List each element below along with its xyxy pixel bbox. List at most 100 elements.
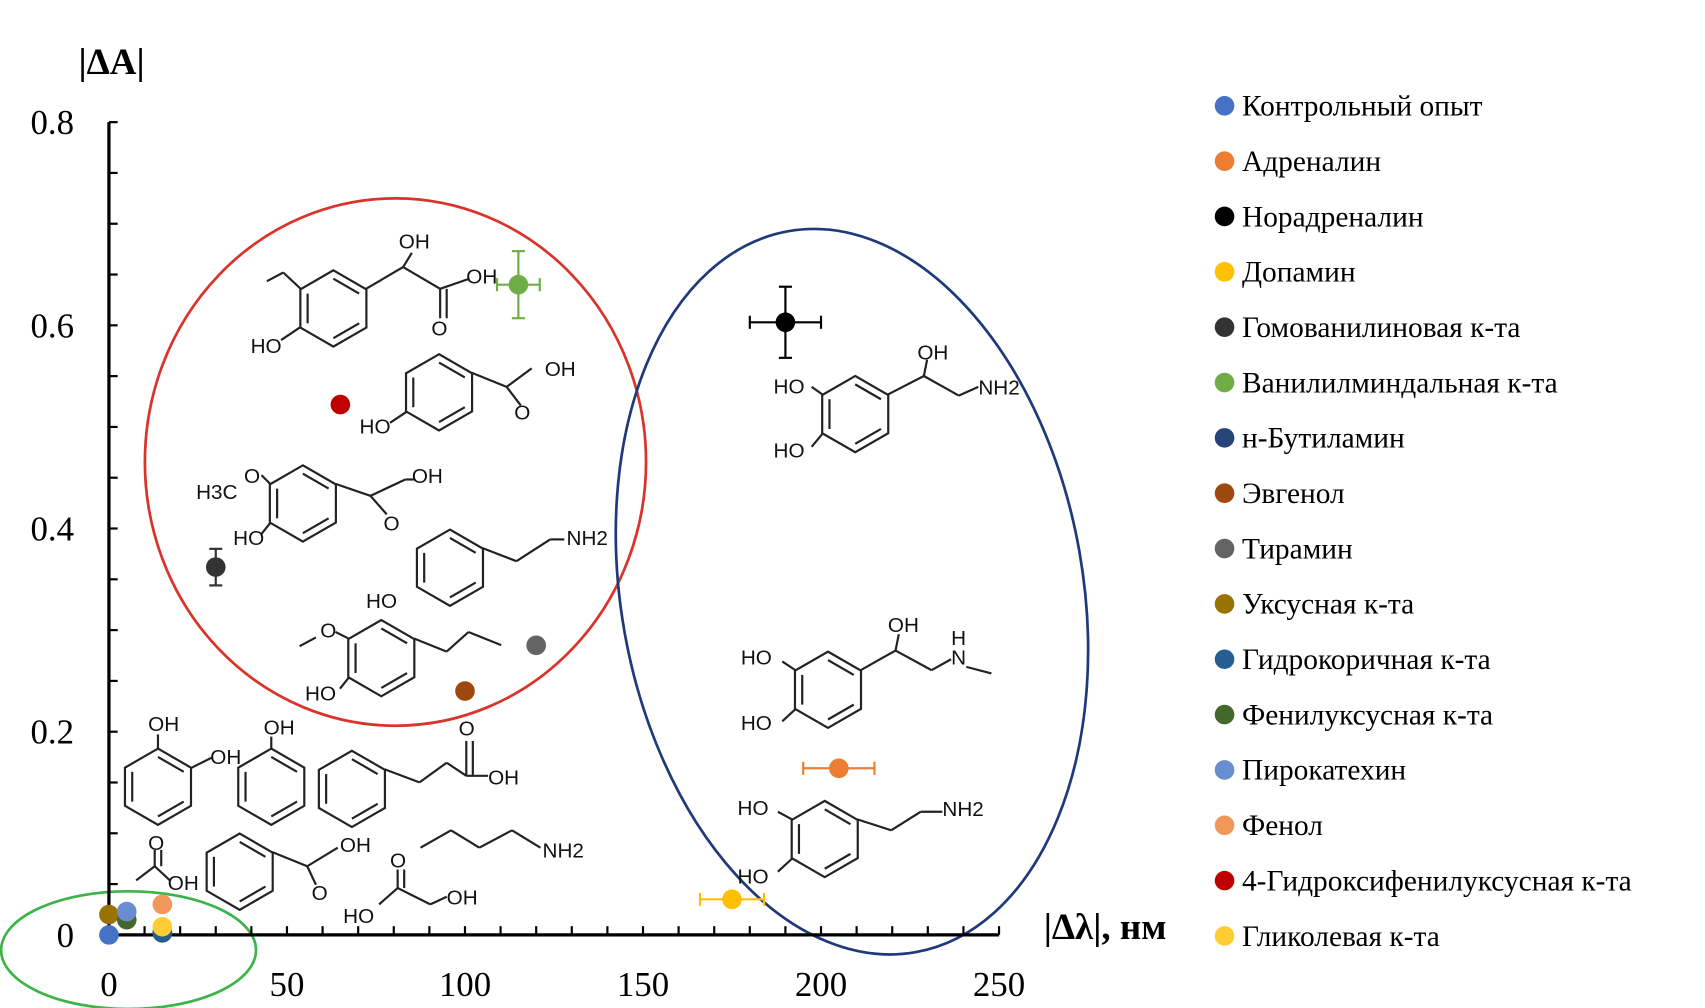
benzene-ring [821,374,890,454]
bond [857,818,892,832]
legend-label: Гомованилиновая к-та [1242,312,1521,344]
atom-label: HO [305,683,336,706]
bond [260,474,271,485]
legend-label: Тирамин [1242,533,1353,565]
data-point [330,394,351,415]
bond [930,658,952,672]
bond [397,887,431,906]
double-bond [827,659,855,676]
bond [260,522,272,535]
bond [446,761,467,777]
atom-label: HO [738,797,769,820]
bond [384,768,420,784]
chemical-structure: O HO OH [343,849,478,928]
data-point [526,635,546,656]
bond [369,478,406,497]
atom-label: H3C [196,481,237,504]
bond [271,851,308,868]
bond [471,371,508,388]
bond [418,761,448,784]
legend-marker [1214,428,1235,448]
chemical-structure: OHO [205,832,371,912]
benzene-ring [415,528,485,608]
atom-label: HO [343,905,374,928]
bond [811,385,824,396]
atom-label: NH2 [978,377,1019,400]
double-bond [239,885,266,903]
atom-label: NH2 [543,840,584,863]
atom-label: NH2 [942,798,983,821]
legend-label: н-Бутиламин [1242,423,1405,455]
atom-label: OH [917,342,948,365]
double-bond [332,277,360,295]
benzene-ring [793,650,863,730]
benzene-ring [317,749,387,829]
bond [335,482,371,497]
atom-label: HO [366,590,397,613]
bond [923,375,960,397]
x-tick-label: 150 [617,965,669,1004]
legend-label: Допамин [1242,257,1356,289]
legend-marker [1214,594,1235,614]
atom-label: O [148,832,164,855]
legend-label: Фенол [1242,810,1323,842]
atom-label: OH [545,358,576,381]
bond [958,385,979,397]
double-bond [270,756,298,773]
legend-marker [1214,372,1235,393]
legend-marker [1214,538,1235,559]
bond [190,756,213,770]
group-ellipse-green [0,889,258,1008]
atom-label: HO [741,647,772,670]
atom-label: N [951,647,966,670]
data-point [455,681,475,701]
double-bond [351,758,379,775]
atom-label: OH [447,886,478,909]
double-bond [824,852,852,870]
atom-label: OH [148,713,179,736]
double-bond [270,800,298,818]
bond [306,846,339,868]
benzene-ring [347,618,416,698]
legend-marker [1214,151,1235,171]
atom-label: O [312,882,328,905]
group-ellipses [0,197,1090,1008]
legend-label: Пирокатехин [1242,755,1406,787]
double-bond [449,581,477,599]
group-ellipse-red [143,197,648,728]
bond [445,631,470,653]
x-axis-label: |Δλ|, нм [1044,907,1167,948]
double-bond [157,800,185,818]
x-tick-label: 200 [795,965,847,1004]
bond [413,637,448,653]
bond [505,367,533,388]
bond [781,708,797,723]
atom-label: HO [741,712,772,735]
double-bond [380,672,408,689]
bond [478,829,513,849]
atom-label: O [320,619,336,642]
bond [419,829,452,849]
atom-label: NH2 [567,527,608,550]
bond [389,411,407,424]
data-point [508,274,529,295]
legend-marker [1214,262,1235,282]
double-bond [438,361,466,379]
atom-label: O [390,849,406,872]
double-bond [824,808,852,826]
atom-label: H [951,627,966,650]
atom-label: O [459,718,475,741]
data-point [152,894,173,915]
bond [339,677,350,690]
double-bond [827,703,855,721]
y-axis-label: |ΔA| [78,42,144,83]
bond [515,538,551,563]
data-point [116,901,137,922]
atom-label: HO [774,440,805,463]
legend-marker [1214,926,1235,946]
